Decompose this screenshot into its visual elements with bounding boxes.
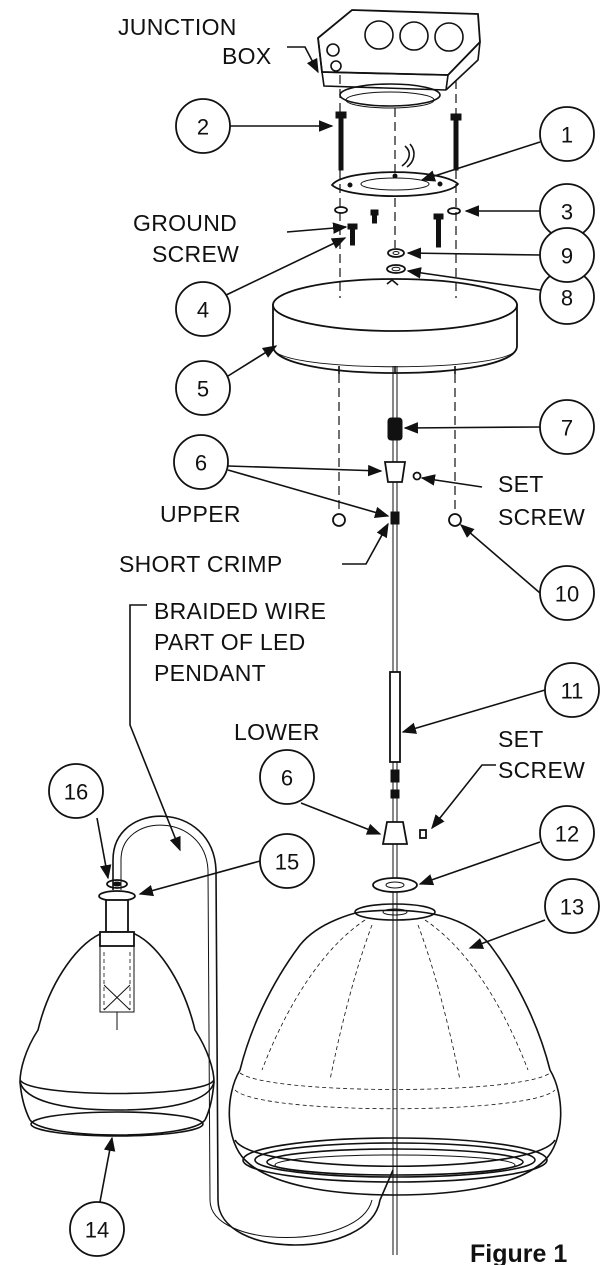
washer-3 bbox=[334, 206, 461, 215]
callout-15: 15 bbox=[259, 833, 315, 889]
callout-5: 5 bbox=[175, 360, 231, 416]
callout-4: 4 bbox=[175, 281, 231, 337]
braided-wire-label-1: BRAIDED WIRE bbox=[154, 598, 326, 624]
ground-screw-label-1: GROUND bbox=[133, 210, 237, 236]
svg-text:2: 2 bbox=[197, 115, 209, 140]
support-cable bbox=[372, 366, 427, 1255]
set-screw-upper-label-1: SET bbox=[498, 471, 544, 497]
junction-box-label-2: BOX bbox=[222, 43, 271, 69]
lower-label: LOWER bbox=[234, 719, 320, 745]
callout-1: 1 bbox=[539, 106, 595, 162]
callout-10: 10 bbox=[539, 565, 595, 621]
svg-text:15: 15 bbox=[275, 850, 299, 875]
svg-text:9: 9 bbox=[561, 244, 573, 269]
short-crimp-label: SHORT CRIMP bbox=[119, 551, 282, 577]
large-glass-shade bbox=[228, 903, 562, 1196]
stop-ball-left bbox=[332, 513, 346, 527]
callout-7: 7 bbox=[539, 399, 595, 455]
text-labels: JUNCTION BOX GROUND SCREW UPPER SET SCRE… bbox=[118, 14, 585, 1265]
callout-6-lower: 6 bbox=[259, 749, 315, 805]
svg-text:11: 11 bbox=[561, 679, 584, 704]
set-screw-lower-label-1: SET bbox=[498, 726, 544, 752]
callout-14: 14 bbox=[69, 1201, 125, 1257]
callout-6-upper: 6 bbox=[173, 434, 229, 490]
svg-text:3: 3 bbox=[561, 200, 573, 225]
canopy bbox=[272, 278, 518, 374]
svg-text:14: 14 bbox=[85, 1218, 109, 1243]
upper-label: UPPER bbox=[160, 501, 241, 527]
callout-9: 9 bbox=[539, 227, 595, 283]
svg-text:4: 4 bbox=[197, 298, 209, 323]
svg-text:10: 10 bbox=[555, 582, 579, 607]
svg-text:6: 6 bbox=[195, 451, 207, 476]
braided-wire bbox=[112, 815, 394, 1246]
svg-text:6: 6 bbox=[281, 766, 293, 791]
ground-screw-label-2: SCREW bbox=[152, 241, 239, 267]
svg-text:12: 12 bbox=[555, 822, 579, 847]
junction-box bbox=[317, 9, 481, 109]
callout-13: 13 bbox=[544, 878, 600, 934]
small-glass-shade bbox=[19, 879, 215, 1137]
washer-8 bbox=[386, 264, 406, 274]
lower-screw bbox=[433, 213, 444, 248]
svg-text:16: 16 bbox=[64, 780, 88, 805]
callout-16: 16 bbox=[48, 763, 104, 819]
junction-box-label-1: JUNCTION bbox=[118, 14, 237, 40]
callout-2: 2 bbox=[175, 98, 231, 154]
figure-title: Figure 1 bbox=[470, 1240, 567, 1265]
callout-bubbles: 1 2 3 4 5 6 7 8 9 10 11 6 12 13 14 15 16 bbox=[48, 98, 600, 1257]
braided-wire-label-3: PENDANT bbox=[154, 660, 266, 686]
ground-screw bbox=[347, 209, 379, 246]
braided-wire-label-2: PART OF LED bbox=[154, 629, 306, 655]
set-screw-upper-label-2: SCREW bbox=[498, 504, 585, 530]
svg-text:8: 8 bbox=[561, 286, 573, 311]
mounting-screw-left bbox=[335, 111, 347, 171]
set-screw-lower-label-2: SCREW bbox=[498, 757, 585, 783]
svg-text:1: 1 bbox=[561, 123, 573, 148]
callout-11: 11 bbox=[544, 662, 600, 718]
svg-text:13: 13 bbox=[560, 895, 584, 920]
svg-text:7: 7 bbox=[561, 416, 573, 441]
callout-12: 12 bbox=[539, 805, 595, 861]
leader-lines bbox=[95, 46, 546, 1224]
assembly-center-lines bbox=[338, 75, 457, 512]
mounting-screw-right bbox=[450, 113, 462, 171]
stop-ball-right bbox=[448, 513, 462, 527]
svg-text:5: 5 bbox=[197, 377, 209, 402]
nut-9 bbox=[387, 248, 405, 258]
